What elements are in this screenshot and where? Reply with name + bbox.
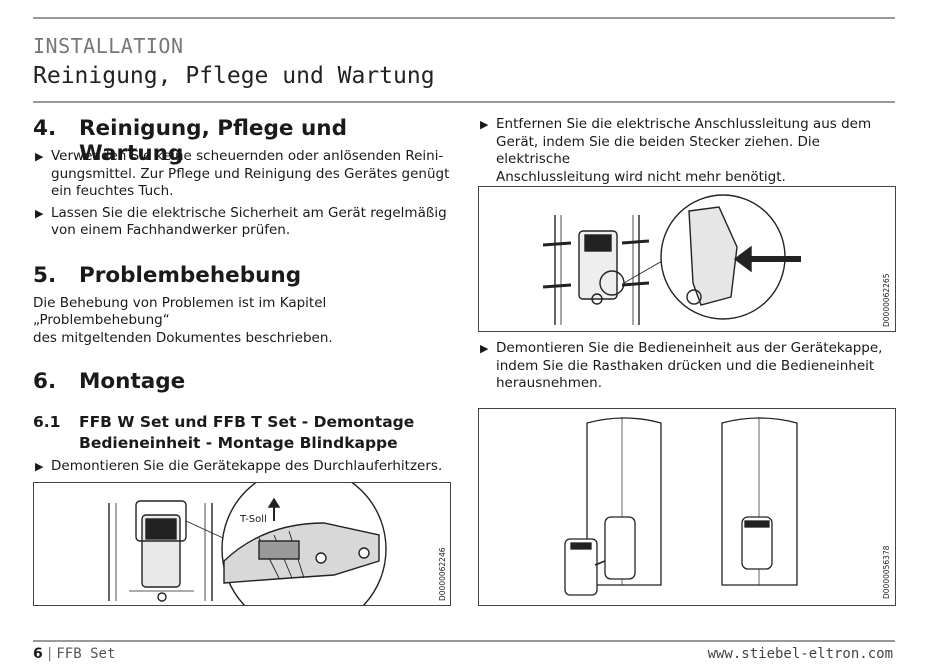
- bullet-line: gungsmittel. Zur Pflege und Reinigung de…: [51, 165, 450, 182]
- section-5-heading: 5. Problembehebung: [33, 263, 453, 293]
- subsection-line: FFB W Set und FFB T Set - Demontage: [79, 413, 415, 431]
- footer-url[interactable]: www.stiebel-eltron.com: [707, 646, 893, 662]
- bullet-item: ▶ Demontieren Sie die Bedieneinheit aus …: [478, 340, 898, 393]
- paragraph-line: Die Behebung von Problemen ist im Kapite…: [33, 294, 327, 329]
- section-number: 5.: [33, 262, 57, 288]
- figure-doc-id: D0000056378: [882, 545, 891, 600]
- bullet-line: Demontieren Sie die Bedieneinheit aus de…: [496, 340, 883, 356]
- bullet-line: ein feuchtes Tuch.: [51, 183, 174, 199]
- section-number: 4.: [33, 116, 57, 141]
- bullet-triangle-icon: ▶: [35, 206, 44, 220]
- section-title: Reinigung, Pflege und Wartung: [79, 116, 347, 166]
- page-subtitle: Reinigung, Pflege und Wartung: [33, 63, 435, 89]
- figure-label-tsoll: T-Soll: [240, 514, 267, 525]
- footer-separator: |: [47, 646, 52, 662]
- bullet-line: herausnehmen.: [496, 375, 602, 391]
- bullet-line: von einem Fachhandwerker prüfen.: [51, 222, 291, 238]
- subsection-heading: 6.1 FFB W Set und FFB T Set - Demontage …: [33, 412, 453, 454]
- paragraph: Die Behebung von Problemen ist im Kapite…: [33, 295, 453, 348]
- header-rule: [33, 101, 895, 103]
- bullet-line: Gerät, indem Sie die beiden Stecker zieh…: [496, 133, 820, 168]
- paragraph-line: des mitgeltenden Dokumentes beschrieben.: [33, 329, 333, 346]
- remove-cable-illustration: [542, 194, 801, 325]
- page-footer-left: 6 | FFB Set: [33, 646, 115, 662]
- bullet-line: Demontieren Sie die Gerätekappe des Durc…: [51, 458, 443, 474]
- section-title: Montage: [79, 369, 186, 394]
- right-column: ▶ Entfernen Sie die elektrische Anschlus…: [478, 116, 898, 186]
- figure-doc-id: D0000062246: [438, 547, 447, 602]
- bullet-triangle-icon: ▶: [480, 118, 489, 131]
- right-column-second: ▶ Demontieren Sie die Bedieneinheit aus …: [478, 340, 898, 393]
- control-unit-illustration: [564, 417, 798, 596]
- subsection-number: 6.1: [33, 413, 61, 431]
- section-4-heading: 4. Reinigung, Pflege und Wartung: [33, 116, 453, 166]
- bullet-item: ▶ Lassen Sie die elektrische Sicherheit …: [33, 205, 453, 240]
- bullet-line: indem Sie die Rasthaken drücken und die …: [496, 357, 875, 374]
- figure-remove-cable: D0000062265: [478, 186, 896, 332]
- bullet-triangle-icon: ▶: [35, 150, 44, 163]
- section-6-heading: 6. Montage: [33, 369, 453, 399]
- figure-doc-id: D0000062265: [882, 273, 891, 328]
- figure-remove-control-unit: D0000056378: [478, 408, 896, 606]
- section-number: 6.: [33, 369, 57, 394]
- left-column: 4. Reinigung, Pflege und Wartung ▶ Verwe…: [33, 116, 453, 476]
- figure-cap-removal: T-Soll D0000062246: [33, 466, 451, 632]
- top-rule: [33, 17, 895, 19]
- footer-rule: [33, 640, 895, 642]
- bullet-item: ▶ Demontieren Sie die Gerätekappe des Du…: [33, 458, 453, 476]
- bullet-line: Anschlussleitung wird nicht mehr benötig…: [496, 168, 786, 185]
- bullet-line: Entfernen Sie die elektrische Anschlussl…: [496, 116, 872, 132]
- section-title: Problembehebung: [79, 262, 302, 288]
- bullet-item: ▶ Verwenden Sie keine scheuernden oder a…: [33, 148, 453, 201]
- cap-removal-illustration: [108, 466, 387, 632]
- bullet-item: ▶ Entfernen Sie die elektrische Anschlus…: [478, 116, 898, 186]
- bullet-triangle-icon: ▶: [480, 342, 489, 355]
- footer-product: FFB Set: [56, 646, 116, 662]
- bullet-line: Lassen Sie die elektrische Sicherheit am…: [51, 204, 447, 221]
- section-header: INSTALLATION: [33, 34, 184, 58]
- page-number: 6: [33, 646, 43, 662]
- subsection-line: Bedieneinheit - Montage Blindkappe: [79, 434, 398, 452]
- bullet-line: Verwenden Sie keine scheuernden oder anl…: [51, 148, 444, 164]
- bullet-triangle-icon: ▶: [35, 460, 44, 473]
